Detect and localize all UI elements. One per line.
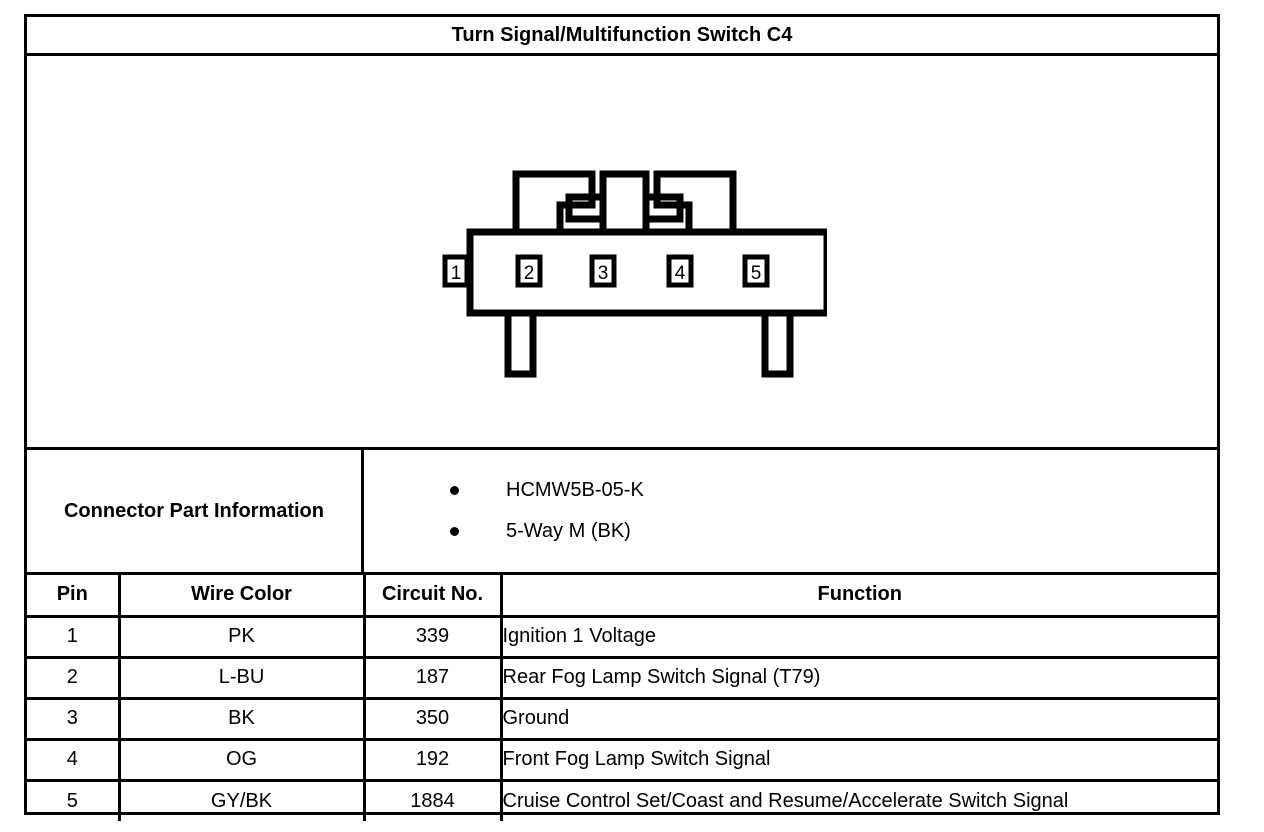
connector-part-information-values-cell: HCMW5B-05-K 5-Way M (BK) [364,450,1217,572]
cell-circuit-no: 192 [362,739,503,782]
pin-box-2: 2 [515,254,543,288]
cell-circuit-no: 339 [362,616,503,659]
cell-function: Front Fog Lamp Switch Signal [499,739,1217,782]
cell-pin: 4 [27,739,121,782]
table-row: 2 L-BU 187 Rear Fog Lamp Switch Signal (… [27,657,1217,700]
cell-pin: 5 [27,780,121,821]
cell-wire-color: PK [117,616,366,659]
column-header-pin: Pin [27,575,121,618]
cell-wire-color: L-BU [117,657,366,700]
cell-pin: 3 [27,698,121,741]
cell-wire-color: GY/BK [117,780,366,821]
pin-box-1: 1 [442,254,470,288]
pin-box-label-5: 5 [751,263,762,284]
cell-wire-color: OG [117,739,366,782]
connector-part-information-label-cell: Connector Part Information [27,450,364,572]
column-header-wire-color: Wire Color [117,575,366,618]
connector-part-number: HCMW5B-05-K [506,479,644,501]
list-item: 5-Way M (BK) [450,511,1217,552]
pin-box-label-3: 3 [598,263,609,284]
bullet-icon [450,486,459,495]
connector-end-view-diagram: 1 2 3 4 5 [442,170,827,378]
cell-circuit-no: 1884 [362,780,503,821]
cell-circuit-no: 350 [362,698,503,741]
pin-box-label-2: 2 [524,263,535,284]
bullet-icon [450,527,459,536]
cell-function: Cruise Control Set/Coast and Resume/Acce… [499,780,1217,821]
column-header-function: Function [499,575,1217,618]
connector-diagram-panel: 1 2 3 4 5 [27,56,1217,450]
connector-way-and-color: 5-Way M (BK) [506,520,631,542]
pin-number-boxes: 1 2 3 4 5 [442,254,770,288]
pin-box-4: 4 [666,254,694,288]
connector-part-information-section: Connector Part Information HCMW5B-05-K 5… [27,450,1217,575]
table-header-row: Pin Wire Color Circuit No. Function [27,575,1217,618]
pin-assignment-table: Pin Wire Color Circuit No. Function 1 PK… [27,575,1217,821]
cell-pin: 2 [27,657,121,700]
page-title: Turn Signal/Multifunction Switch C4 [451,23,793,46]
column-header-circuit-no: Circuit No. [362,575,503,618]
pin-box-label-4: 4 [675,263,686,284]
table-row: 3 BK 350 Ground [27,698,1217,741]
connector-part-information-label: Connector Part Information [63,499,324,522]
cell-function: Ignition 1 Voltage [499,616,1217,659]
cell-wire-color: BK [117,698,366,741]
table-row: 4 OG 192 Front Fog Lamp Switch Signal [27,739,1217,782]
cell-pin: 1 [27,616,121,659]
document-frame: Turn Signal/Multifunction Switch C4 [24,14,1220,821]
list-item: HCMW5B-05-K [450,470,1217,511]
cell-function: Rear Fog Lamp Switch Signal (T79) [499,657,1217,700]
document-title-bar: Turn Signal/Multifunction Switch C4 [27,17,1217,56]
pin-box-3: 3 [589,254,617,288]
pin-box-label-1: 1 [451,263,462,284]
table-row: 5 GY/BK 1884 Cruise Control Set/Coast an… [27,780,1217,821]
table-row: 1 PK 339 Ignition 1 Voltage [27,616,1217,659]
cell-circuit-no: 187 [362,657,503,700]
cell-function: Ground [499,698,1217,741]
pin-box-5: 5 [742,254,770,288]
